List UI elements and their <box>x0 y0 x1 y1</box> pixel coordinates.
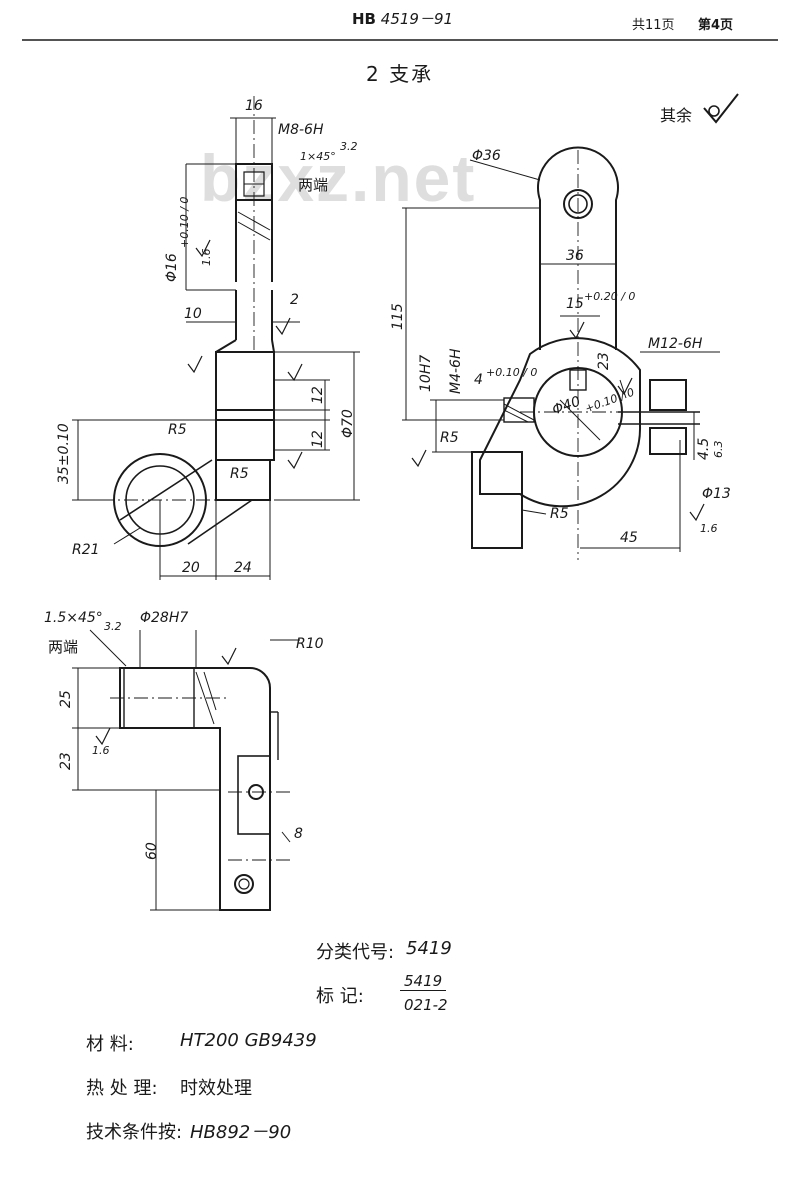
dim-15: 15 <box>566 296 584 312</box>
dim-r5a: R5 <box>168 422 187 438</box>
standard-code: 4519－91 <box>380 10 454 28</box>
dim-45: 45 <box>620 530 638 546</box>
centerlines <box>100 96 700 861</box>
dim-dia13: Φ13 <box>702 486 731 502</box>
roughness-symbol-rest <box>703 93 739 124</box>
dim-23: 23 <box>596 352 612 370</box>
roughness-rest-label: 其余 <box>660 106 693 125</box>
mark-label: 标 记: <box>316 986 364 1007</box>
material-label: 材 料: <box>86 1034 134 1055</box>
dim-r10: R10 <box>296 636 324 652</box>
dim-2: 2 <box>290 292 299 308</box>
roughness-marks <box>95 239 705 746</box>
dim-12a: 12 <box>310 386 326 404</box>
dim-dia36: Φ36 <box>472 148 501 164</box>
dim-36: 36 <box>566 248 584 264</box>
rough-3-2-v3: 3.2 <box>104 620 122 633</box>
view1-part <box>113 163 275 547</box>
dim-dia70: Φ70 <box>340 409 356 438</box>
view1-dimension-lines <box>72 117 360 580</box>
view3-dimension-lines <box>72 629 300 911</box>
dim-4-5: 4.5 <box>696 437 712 460</box>
dim-dia28h7: Φ28H7 <box>140 610 189 626</box>
dim-r5b: R5 <box>230 466 249 482</box>
dim-4: 4 <box>474 372 483 388</box>
mark-denominator: 021-2 <box>404 996 448 1014</box>
dim-20: 20 <box>182 560 200 576</box>
drawing-title: 2 支承 <box>366 62 434 86</box>
dim-8: 8 <box>294 826 303 842</box>
heat-treatment-label: 热 处 理: <box>86 1078 158 1099</box>
classification-label: 分类代号: <box>316 942 395 963</box>
dim-10: 10 <box>184 306 202 322</box>
rough-1-6: 1.6 <box>200 248 213 267</box>
dim-chamfer-1-5: 1.5×45° <box>44 610 103 626</box>
heat-treatment-value: 时效处理 <box>180 1078 252 1099</box>
dim-m12-thread: M12-6H <box>648 336 703 352</box>
view2-dimension-lines <box>402 159 720 552</box>
dim-25: 25 <box>58 690 74 708</box>
classification-code: 5419 <box>406 938 452 959</box>
standard-prefix: HB <box>352 10 376 28</box>
material-value: HT200 GB9439 <box>180 1030 317 1051</box>
tech-conditions-value: HB892－90 <box>190 1122 292 1143</box>
page-number: 第4页 <box>698 18 734 33</box>
rough-1-6-v2: 1.6 <box>700 522 718 535</box>
dim-4-tol: +0.10 / 0 <box>486 366 538 379</box>
total-pages: 共11页 <box>632 18 675 33</box>
dim-m4-thread: M4-6H <box>448 348 464 394</box>
dim-r21: R21 <box>72 542 100 558</box>
dim-24: 24 <box>234 560 252 576</box>
rough-1-6-v3: 1.6 <box>92 744 110 757</box>
dim-115: 115 <box>390 303 406 330</box>
dim-10h7: 10H7 <box>418 354 434 392</box>
dim-r5a-v2: R5 <box>440 430 459 446</box>
mark-numerator: 5419 <box>400 972 447 991</box>
standard-number: HB 4519－91 <box>352 8 453 29</box>
dim-23-v3: 23 <box>58 752 74 770</box>
view3-part <box>119 667 279 911</box>
rough-3-2: 3.2 <box>340 140 358 153</box>
dim-r5b-v2: R5 <box>550 506 569 522</box>
dim-chamfer: 1×45° <box>300 150 336 163</box>
dim-60: 60 <box>144 842 160 860</box>
dim-35: 35±0.10 <box>56 423 72 484</box>
rough-6-3: 6.3 <box>712 440 725 459</box>
dim-dia16-tol: +0.10 / 0 <box>178 196 191 248</box>
dim-15-tol: +0.20 / 0 <box>584 290 636 303</box>
watermark: bzxz.net <box>200 141 477 215</box>
dim-m8-thread: M8-6H <box>278 122 324 138</box>
dim-12b: 12 <box>310 430 326 448</box>
label-both-ends-v3: 两端 <box>48 638 79 656</box>
label-both-ends: 两端 <box>298 176 329 194</box>
dim-16: 16 <box>245 98 263 114</box>
tech-conditions-label: 技术条件按: <box>86 1122 183 1143</box>
dim-dia16: Φ16 <box>164 253 180 282</box>
